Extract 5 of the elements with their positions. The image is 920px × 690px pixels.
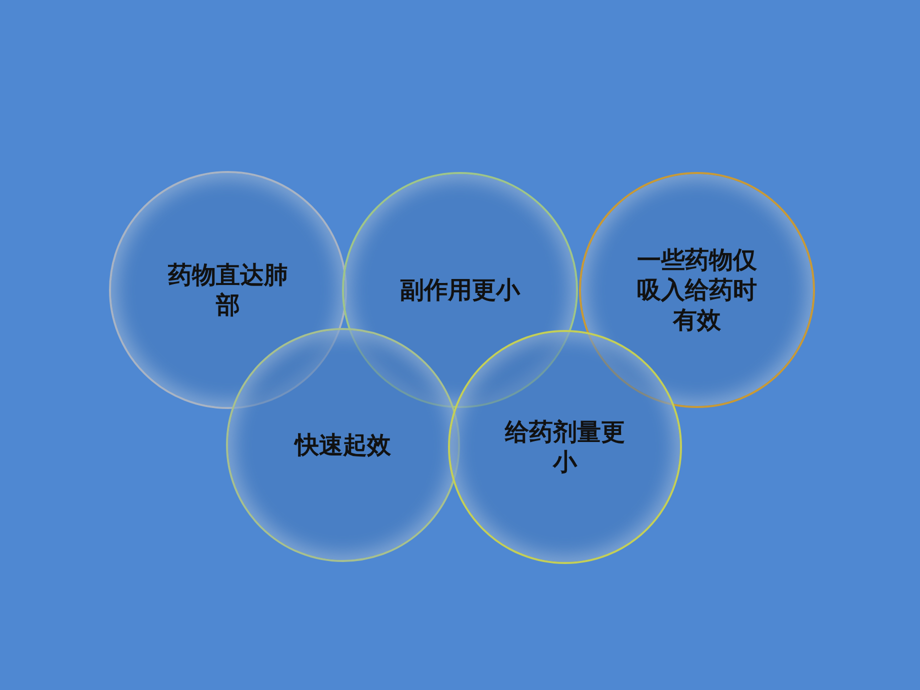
circle-label: 给药剂量更小 <box>504 417 626 477</box>
circle-label: 快速起效 <box>292 430 392 460</box>
circle-label: 药物直达肺部 <box>167 260 289 320</box>
circle-label: 副作用更小 <box>399 275 522 305</box>
circle-label: 一些药物仅吸入给药时有效 <box>636 245 758 335</box>
